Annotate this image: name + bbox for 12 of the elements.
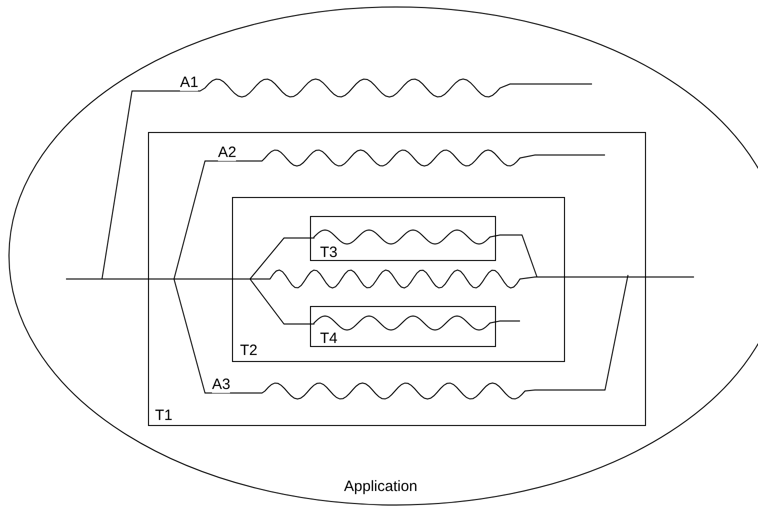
box-label: T4 (320, 330, 338, 347)
box-label: T3 (320, 244, 338, 261)
thread-label: A1 (180, 74, 198, 91)
thread-label: A3 (212, 376, 230, 393)
box-label: T1 (155, 407, 173, 424)
thread-label: A2 (218, 144, 236, 161)
thread-box (232, 197, 565, 362)
thread-box (310, 306, 496, 347)
application-label: Application (344, 478, 418, 495)
thread-box (148, 132, 646, 426)
box-label: T2 (240, 342, 258, 359)
thread-box (310, 216, 496, 261)
